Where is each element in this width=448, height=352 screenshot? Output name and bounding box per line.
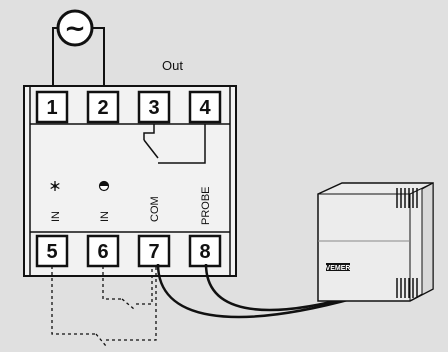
terminal-8-label: 8 bbox=[199, 241, 210, 263]
sensor-logo: VEMER bbox=[326, 263, 351, 272]
supply-wire-left bbox=[52, 27, 58, 92]
terminal-6: 6 bbox=[86, 234, 120, 268]
input-contact-wiring bbox=[51, 266, 157, 347]
input-labels: IN IN COM PROBE bbox=[50, 180, 212, 225]
half-filled-circle-icon bbox=[98, 180, 110, 192]
in1-contact-wire bbox=[51, 266, 96, 335]
out-label: Out bbox=[162, 58, 183, 73]
relay-switch-blade bbox=[143, 139, 159, 159]
in2-contact-blade bbox=[121, 298, 135, 310]
probe-cable-wire-probe bbox=[204, 263, 356, 312]
vent-grille-top-icon bbox=[396, 188, 418, 208]
terminal-7: 7 bbox=[137, 234, 171, 268]
terminal-6-label: 6 bbox=[97, 241, 108, 263]
supply-wire-right bbox=[92, 27, 105, 92]
in2-contact-wire bbox=[102, 266, 122, 300]
sensor-logo-text: VEMER bbox=[326, 265, 351, 272]
terminal-3: 3 bbox=[137, 90, 171, 124]
com-label: COM bbox=[149, 196, 161, 222]
in1-label: IN bbox=[50, 211, 62, 222]
in1-contact-return bbox=[106, 266, 157, 341]
relay-wire-4 bbox=[158, 124, 206, 164]
power-supply: ~ bbox=[52, 9, 105, 92]
terminal-4-label: 4 bbox=[199, 97, 211, 119]
probe-cable bbox=[156, 263, 356, 319]
terminal-block-top: 1 2 3 4 bbox=[35, 90, 222, 124]
terminal-8: 8 bbox=[188, 234, 222, 268]
terminal-7-label: 7 bbox=[148, 241, 159, 263]
terminal-4: 4 bbox=[188, 90, 222, 124]
probe-label: PROBE bbox=[200, 186, 212, 225]
ac-source-icon bbox=[56, 9, 94, 47]
sensor-top-diagonal bbox=[409, 182, 434, 195]
snowflake-icon bbox=[50, 181, 60, 191]
terminal-2: 2 bbox=[86, 90, 120, 124]
terminal-2-label: 2 bbox=[97, 97, 108, 119]
sensor-logo-badge bbox=[326, 263, 350, 271]
probe-cable-wire-com bbox=[156, 263, 356, 319]
terminal-1: 1 bbox=[35, 90, 69, 124]
temperature-sensor: VEMER bbox=[317, 182, 434, 302]
terminal-5: 5 bbox=[35, 234, 69, 268]
terminal-3-label: 3 bbox=[148, 97, 159, 119]
ac-source-symbol: ~ bbox=[64, 14, 86, 44]
relay-wire-3 bbox=[143, 124, 155, 140]
in2-label: IN bbox=[99, 211, 111, 222]
in1-contact-blade bbox=[95, 333, 107, 347]
vent-grille-bottom-icon bbox=[396, 278, 418, 298]
terminal-5-label: 5 bbox=[46, 241, 57, 263]
sensor-body bbox=[317, 182, 434, 302]
terminal-block-bottom: 5 6 7 8 bbox=[35, 234, 222, 268]
relay-contact-switch bbox=[143, 124, 206, 164]
terminal-1-label: 1 bbox=[46, 97, 57, 119]
